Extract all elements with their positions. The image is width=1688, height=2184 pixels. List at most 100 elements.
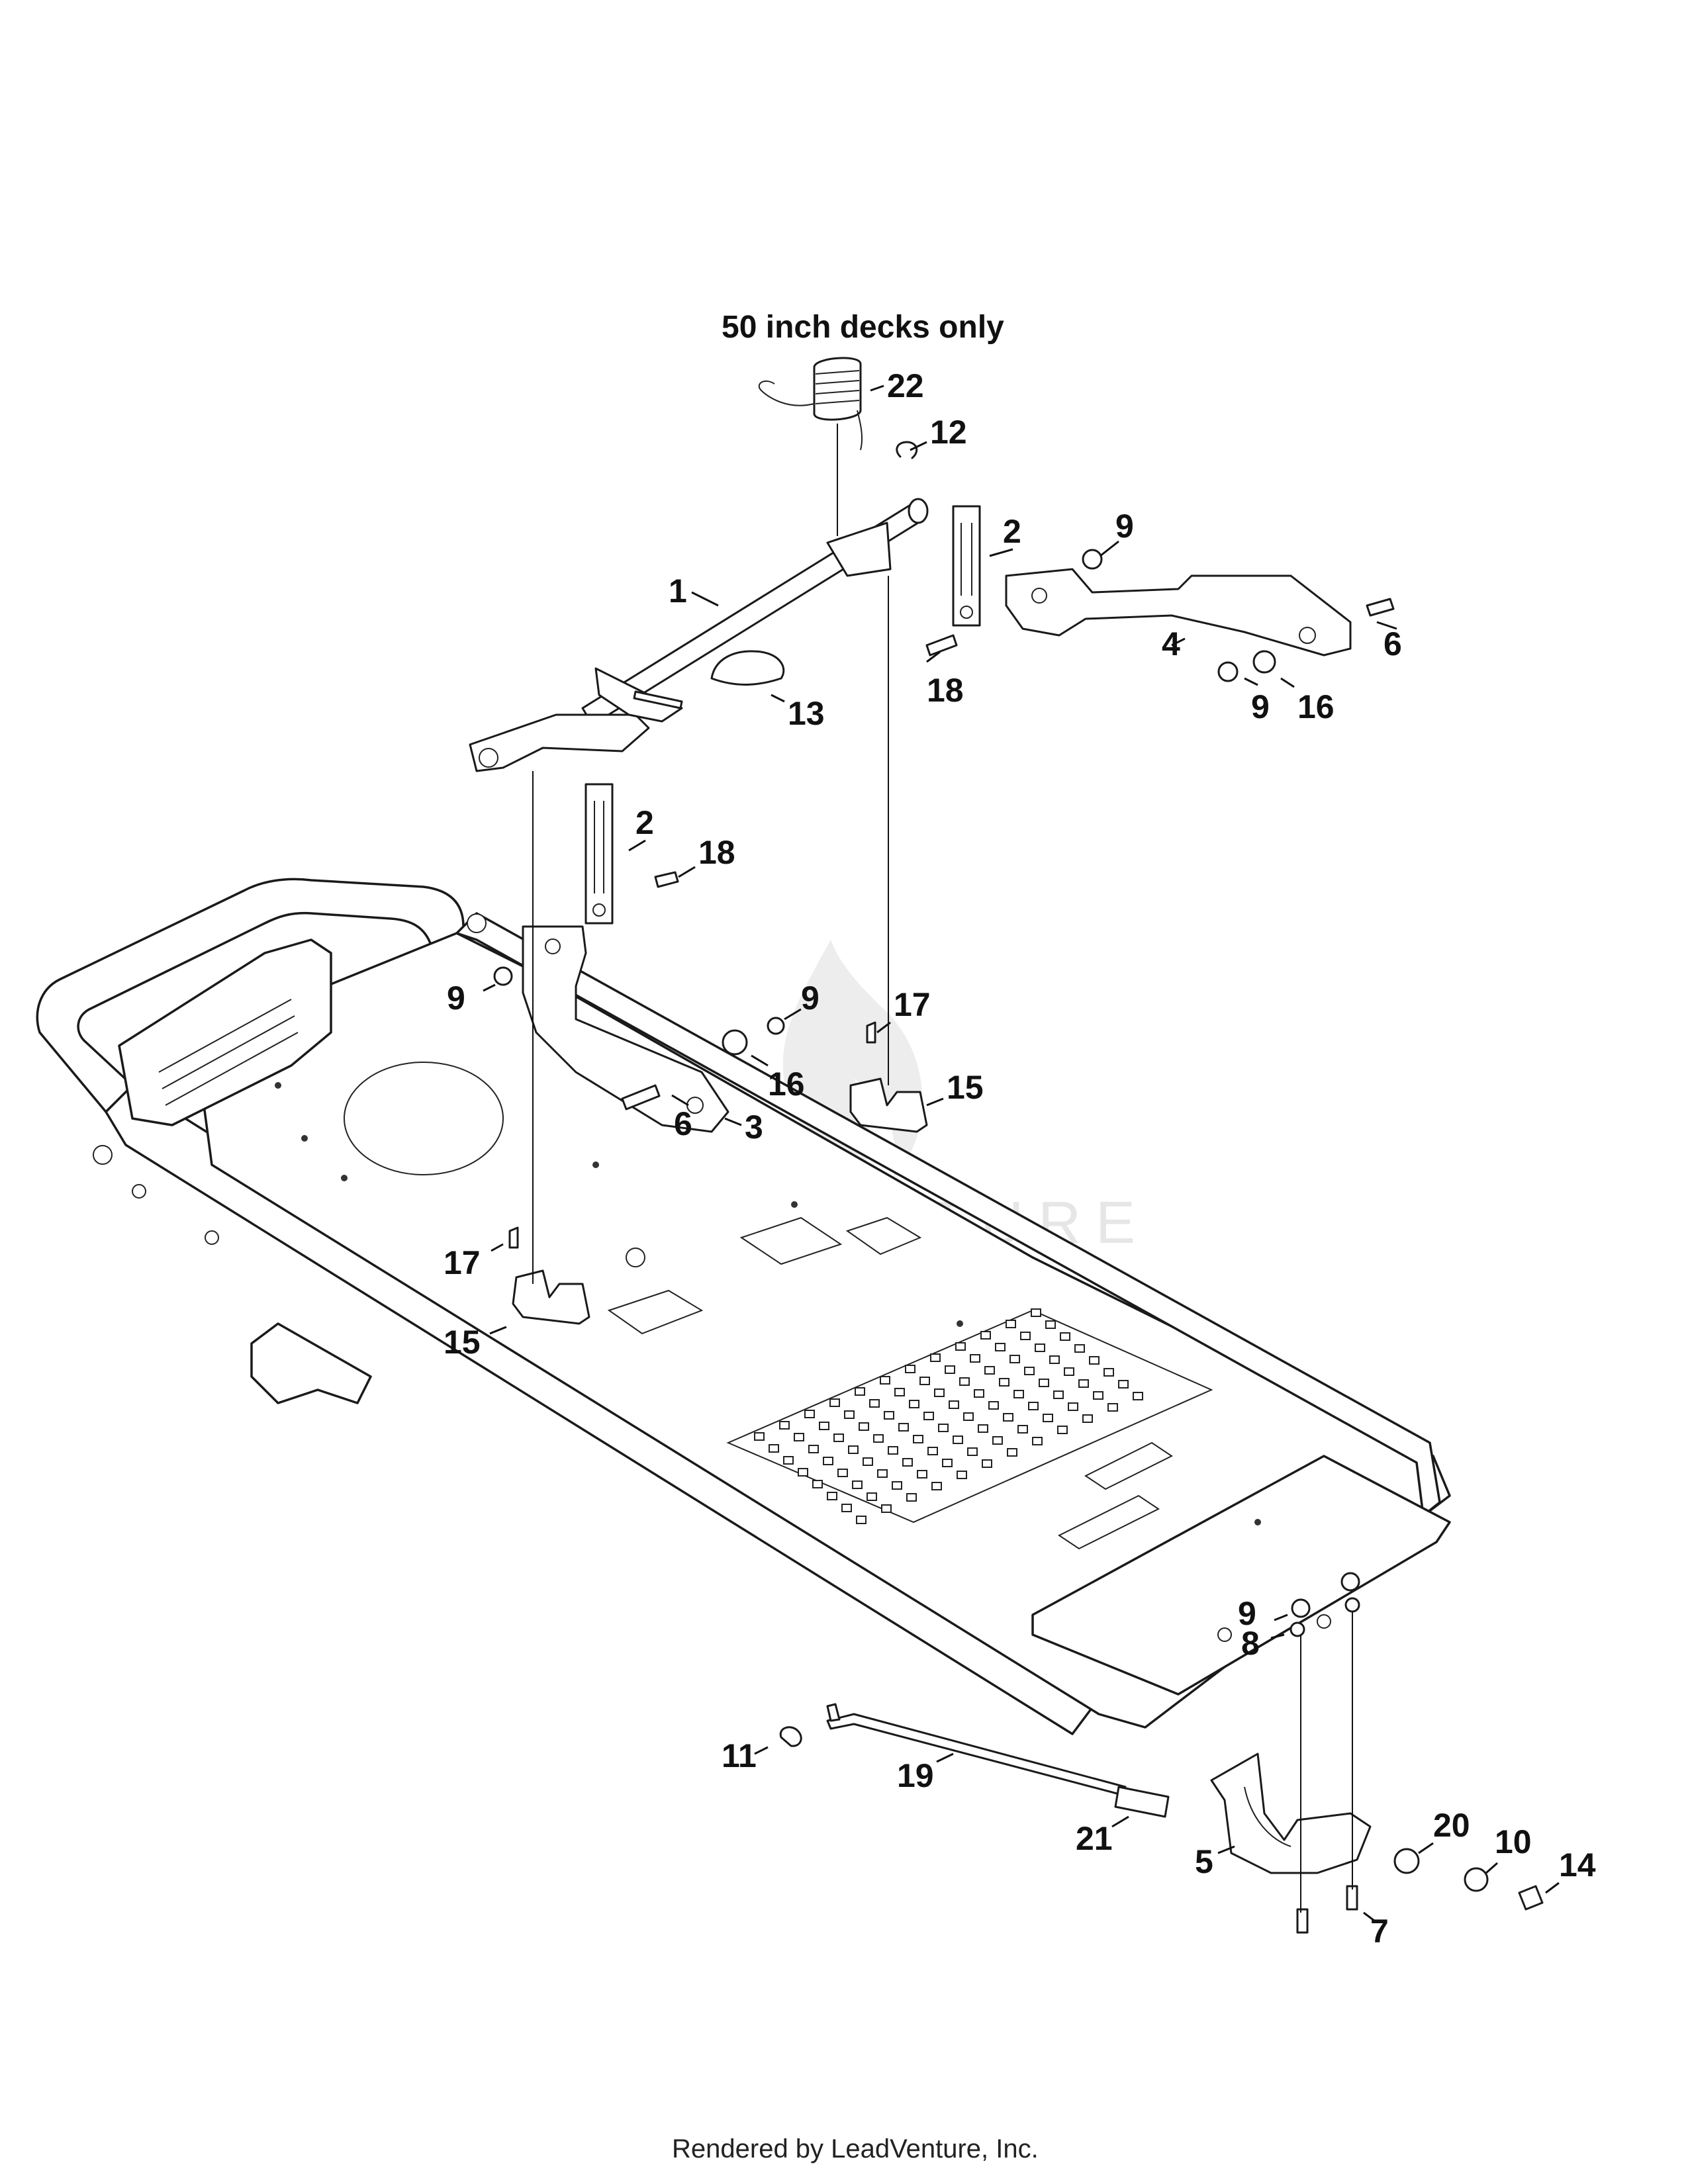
floor-perforation [1118,1380,1129,1388]
callout-13: 13 [788,695,825,732]
floor-perforation [888,1446,898,1455]
floor-perforation [769,1444,779,1453]
clip-11 [779,1726,802,1747]
floor-cutout-5 [1084,1441,1173,1490]
callout-15-right: 15 [947,1069,984,1106]
floor-perforation [833,1433,844,1442]
callout-9-right: 9 [1251,688,1270,725]
callout-2-upper: 2 [1003,513,1021,550]
bolt-6a [1366,598,1395,617]
floor-perforation [909,1400,919,1408]
nut-9f [1340,1572,1360,1592]
floor-perforation [1089,1356,1100,1365]
callout-6-right: 6 [1383,625,1402,662]
lift-shaft-end [908,498,929,524]
floor-perforation [953,1435,963,1444]
washer-8 [1289,1621,1305,1637]
floor-perforation [984,1366,995,1375]
floor-perforation [938,1424,949,1432]
floor-cutout-1 [739,1216,843,1265]
nut-9c [493,966,513,986]
chassis-frame [36,878,1451,1735]
floor-perforation [1024,1367,1035,1375]
lift-pin [633,690,683,709]
floor-perforation [827,1492,837,1500]
floor-perforation [754,1432,765,1441]
floor-perforation [819,1422,829,1430]
floor-perforation [837,1469,848,1477]
callout-9-left: 9 [447,979,465,1017]
callout-12: 12 [930,414,967,451]
callout-5: 5 [1195,1843,1213,1880]
callout-9-upper-right: 9 [1115,508,1134,545]
floor-perforation [798,1468,808,1477]
nut-9d [767,1017,785,1035]
footer-credit: Rendered by LeadVenture, Inc. [672,2134,1039,2163]
lift-arm-pivot [479,748,498,768]
callout-4: 4 [1162,625,1180,662]
floor-perforation [1003,1413,1013,1422]
floor-perforation [967,1447,978,1456]
screw-17b [508,1226,519,1249]
adjustment-rod [826,1713,1127,1796]
callout-leaders [483,385,1560,1924]
lift-link-lower [585,783,614,925]
callout-7: 7 [1370,1913,1389,1950]
right-lift-plate [1005,568,1352,657]
floor-perforation [1103,1368,1114,1377]
floor-perforation [823,1457,833,1465]
floor-perforation [930,1353,941,1362]
floor-perforation [923,1412,934,1420]
floor-perforation [852,1480,863,1489]
floor-perforation [905,1365,915,1373]
callout-18-upper: 18 [927,672,964,709]
floor-perforation [955,1342,966,1351]
floor-perforation [1082,1414,1093,1423]
floor-perforation [873,1434,884,1443]
callout-9-front: 9 [1238,1595,1256,1632]
callout-10: 10 [1495,1823,1532,1860]
nut-9e [1291,1598,1311,1618]
front-plate [1031,1455,1451,1696]
floor-perforation [1053,1390,1064,1399]
floor-perforation [980,1331,991,1340]
floor-perforation [927,1447,938,1455]
callout-8: 8 [1241,1625,1260,1662]
lift-link-upper [952,505,981,627]
spring-hook [758,380,815,406]
floor-perforation [978,1424,988,1433]
floor-perforation [1060,1332,1070,1341]
floor-perforation [1074,1344,1085,1353]
assembly-guides [532,424,1353,1913]
floor-perforation [1039,1379,1049,1387]
floor-perforation [844,1410,855,1419]
e-clip [896,441,918,459]
nut-10 [1464,1867,1489,1892]
nut-9a [1082,549,1103,570]
floor-perforation [902,1458,913,1467]
left-lift-plate [522,925,729,1133]
floor-perforation [1031,1308,1041,1317]
floor-perforation [999,1378,1009,1387]
callout-11: 11 [722,1737,757,1774]
hardware [493,549,1544,1934]
floor-perforation [982,1459,992,1468]
pivot-bracket-left [512,1269,590,1325]
floor-perforation [894,1388,905,1396]
rear-bracket-slots [158,999,299,1106]
floor-perforation [1107,1403,1118,1412]
floor-perforation [1068,1402,1078,1411]
floor-perforation [856,1516,867,1524]
floor-perforation [1093,1391,1103,1400]
washer-20 [1393,1848,1420,1874]
handle-grip [710,650,785,686]
floor-perforation [1057,1426,1068,1434]
floor-perforation [1043,1414,1053,1422]
floor-perforation [995,1343,1006,1351]
floor-perforation [942,1459,953,1467]
floor-perforation [884,1411,894,1420]
diagram-heading: 50 inch decks only [722,310,1004,345]
frame-holes [93,913,1331,1642]
lower-bracket [250,1322,372,1404]
